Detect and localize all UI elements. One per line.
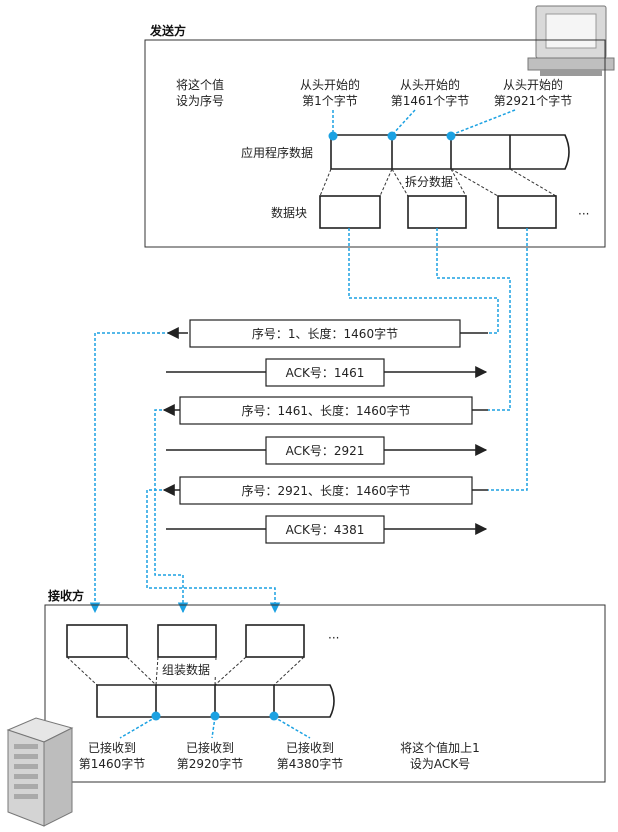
message-ack1: ACK号：1461 — [166, 358, 488, 387]
received-dot-2 — [210, 711, 220, 721]
seg1-label: 序号：1、长度：1460字节 — [252, 326, 398, 341]
message-seg1: 序号：1、长度：1460字节 — [166, 319, 488, 348]
block-label: 数据块 — [271, 205, 307, 220]
sender-title: 发送方 — [149, 23, 186, 38]
ack2-label: ACK号：2921 — [286, 444, 365, 458]
pointer-3-line2: 第2921个字节 — [494, 93, 573, 108]
message-seg3: 序号：2921、长度：1460字节 — [162, 476, 488, 505]
received-lines — [119, 716, 311, 739]
sender-note-line1: 将这个值 — [176, 77, 224, 92]
server-icon — [6, 717, 74, 827]
sender-box — [144, 39, 606, 248]
received-1-line2: 第1460字节 — [79, 756, 146, 771]
received-blocks — [66, 624, 305, 658]
message-ack2: ACK号：2921 — [166, 436, 488, 465]
pointer-dot-2 — [387, 131, 397, 141]
ack3-label: ACK号：4381 — [286, 523, 365, 537]
app-data-bar — [330, 134, 570, 170]
pointer-1-line1: 从头开始的 — [300, 77, 360, 92]
received-2-line2: 第2920字节 — [177, 756, 244, 771]
pointer-dot-3 — [446, 131, 456, 141]
segment-paths — [89, 228, 528, 614]
pointer-lines — [332, 109, 516, 136]
received-1-line1: 已接收到 — [88, 740, 136, 755]
assemble-lines — [66, 656, 305, 686]
assemble-label: 组装数据 — [162, 662, 210, 677]
split-lines — [319, 168, 557, 197]
received-dot-1 — [151, 711, 161, 721]
app-data-label: 应用程序数据 — [241, 145, 313, 160]
data-blocks — [319, 195, 557, 229]
seg2-label: 序号：1461、长度：1460字节 — [241, 403, 410, 418]
ack1-label: ACK号：1461 — [286, 366, 365, 380]
receiver-note-line2: 设为ACK号 — [410, 757, 470, 771]
received-2-line1: 已接收到 — [186, 740, 234, 755]
seg3-label: 序号：2921、长度：1460字节 — [241, 483, 410, 498]
split-label: 拆分数据 — [405, 174, 453, 189]
pointer-2-line2: 第1461个字节 — [391, 93, 470, 108]
pointer-1-line2: 第1个字节 — [302, 93, 358, 108]
sender-ellipsis: ··· — [578, 207, 589, 221]
receiver-box — [44, 604, 606, 783]
received-3-line2: 第4380字节 — [277, 756, 344, 771]
received-data-bar — [96, 684, 335, 718]
receiver-title: 接收方 — [48, 588, 84, 603]
message-ack3: ACK号：4381 — [166, 515, 488, 544]
message-seg2: 序号：1461、长度：1460字节 — [162, 396, 488, 425]
pointer-dot-1 — [328, 131, 338, 141]
computer-icon — [527, 5, 615, 76]
receiver-note-line1: 将这个值加上1 — [400, 740, 480, 755]
pointer-2-line1: 从头开始的 — [400, 77, 460, 92]
receiver-ellipsis: ··· — [328, 631, 339, 645]
sender-note-line2: 设为序号 — [176, 93, 224, 108]
received-3-line1: 已接收到 — [286, 740, 334, 755]
received-dot-3 — [269, 711, 279, 721]
pointer-3-line1: 从头开始的 — [503, 77, 563, 92]
